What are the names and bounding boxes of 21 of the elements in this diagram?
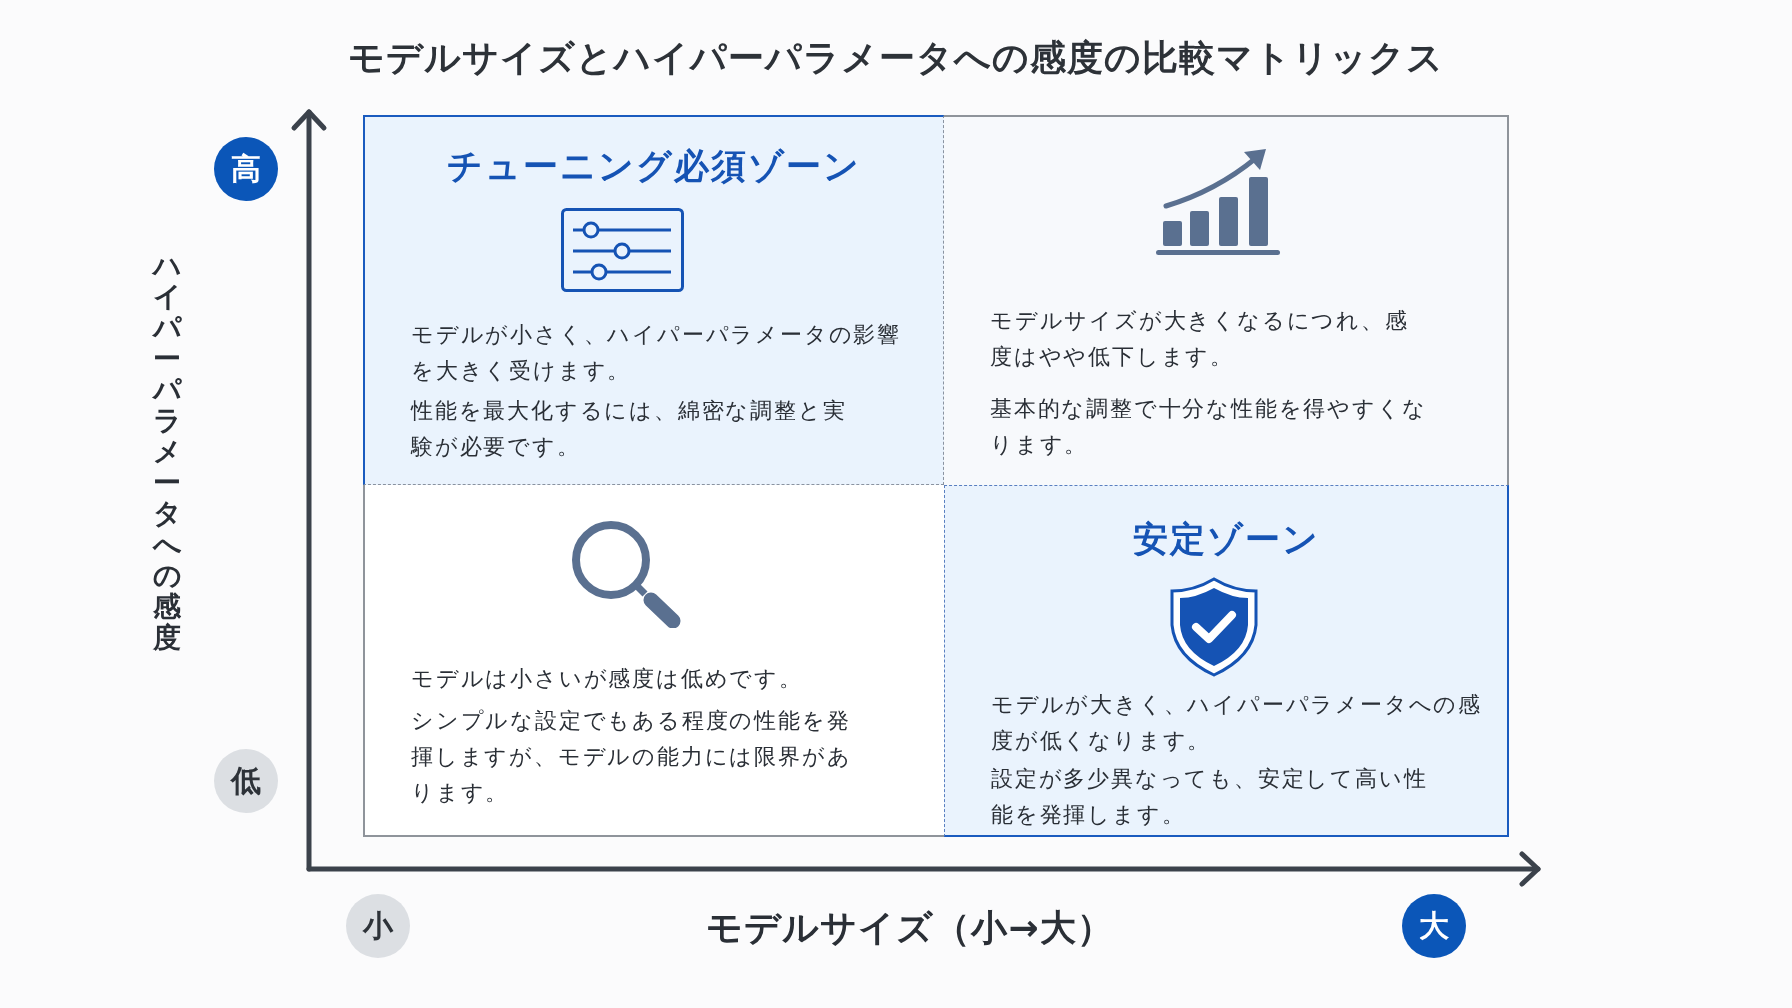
description-text: 設定が多少異なっても、安定して高い性能を発揮します。 [991, 765, 1429, 829]
zone-panel [944, 485, 1509, 837]
level-badge: 高 [214, 137, 278, 201]
description-text: モデルサイズが大きくなるにつれ、感度はやや低下します。 [990, 307, 1410, 371]
description-text: 基本的な調整で十分な性能を得やすくなります。 [990, 395, 1428, 459]
description-text: モデルは小さいが感度は低めです。 [411, 665, 804, 693]
level-badge: 低 [214, 749, 278, 813]
zone-panel [363, 115, 944, 485]
axis-label: モデルサイズ（小→大） [705, 906, 1115, 950]
description-text: 性能を最大化するには、綿密な調整と実験が必要です。 [411, 397, 848, 461]
level-badge: 小 [346, 894, 410, 958]
level-badge: 大 [1402, 894, 1466, 958]
zone-panel [363, 485, 944, 837]
zone-heading: チューニング必須ゾーン [446, 145, 862, 188]
zone-panel [944, 115, 1509, 485]
description-text: シンプルな設定でもある程度の性能を発揮しますが、モデルの能力には限界があります。 [411, 707, 853, 807]
zone-heading: 安定ゾーン [1131, 518, 1321, 561]
axis-label: ハイパーパラメータへの感度 [151, 250, 183, 653]
description-text: モデルが大きく、ハイパーパラメータへの感度が低くなります。 [991, 691, 1483, 755]
chart-title: モデルサイズとハイパーパラメータへの感度の比較マトリックス [347, 36, 1445, 80]
description-text: モデルが小さく、ハイパーパラメータの影響を大きく受けます。 [411, 321, 902, 385]
